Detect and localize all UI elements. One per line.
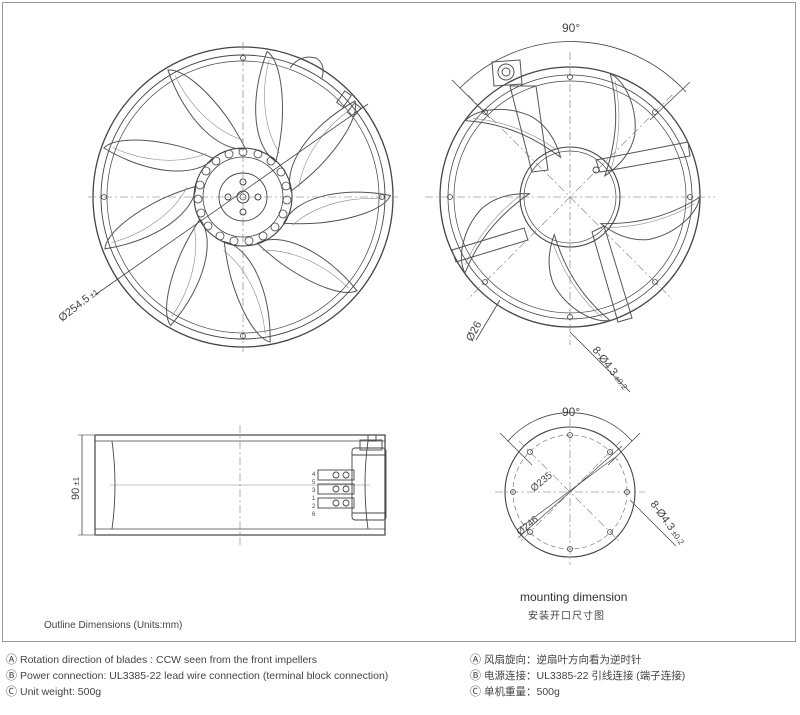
note-text: 电源连接：UL3385-22 引线连接 (端子连接)	[484, 670, 686, 682]
note-marker-c: Ⓒ	[6, 686, 17, 698]
rear-angle-label: 90°	[562, 21, 580, 35]
side-height-label: 90±1	[70, 476, 82, 500]
note-text: Unit weight: 500g	[20, 686, 102, 698]
note-marker-a: Ⓐ	[6, 654, 17, 666]
rear-view: 90°	[425, 21, 715, 393]
lead-mark-1: 4	[312, 472, 316, 478]
note-rotation-cn: Ⓐ 风扇旋向：逆扇叶方向看为逆时针	[470, 652, 685, 668]
mounting-dimension-title: mounting dimension	[520, 590, 628, 604]
note-marker-a: Ⓐ	[470, 654, 481, 666]
notes-chinese: Ⓐ 风扇旋向：逆扇叶方向看为逆时针 Ⓑ 电源连接：UL3385-22 引线连接 …	[470, 652, 685, 700]
rear-terminal	[491, 59, 523, 87]
note-power-cn: Ⓑ 电源连接：UL3385-22 引线连接 (端子连接)	[470, 668, 685, 684]
front-mount-holes	[101, 55, 385, 339]
note-text: Power connection: UL3385-22 lead wire co…	[20, 670, 389, 682]
drawing-frame	[2, 2, 796, 642]
front-diameter-label: Ø254.5±1	[56, 286, 101, 325]
side-connector-block	[317, 434, 387, 521]
note-marker-c: Ⓒ	[470, 686, 481, 698]
front-terminal-box	[289, 56, 362, 118]
side-view	[78, 425, 386, 545]
note-weight-cn: Ⓒ 单机重量：500g	[470, 684, 685, 700]
mount-d1-label: Ø235	[529, 470, 555, 494]
note-weight: Ⓒ Unit weight: 500g	[6, 684, 388, 700]
lead-mark-4: 1	[312, 496, 316, 502]
note-text: 单机重量：500g	[484, 686, 560, 698]
rear-struts	[451, 85, 691, 323]
note-marker-b: Ⓑ	[470, 670, 481, 682]
lead-wire-marks: 4 5 3 1 2 6	[312, 472, 316, 518]
note-text: 风扇旋向：逆扇叶方向看为逆时针	[484, 654, 642, 666]
rear-blades	[454, 69, 707, 330]
mounting-view	[495, 412, 677, 565]
front-view: Ø254.5±1	[56, 42, 398, 352]
rear-mount-holes	[447, 74, 693, 320]
outline-dimensions-label: Outline Dimensions (Units:mm)	[44, 620, 183, 631]
note-marker-b: Ⓑ	[6, 670, 17, 682]
rear-mount-holes-label: 8-Ø4.3±0.2	[590, 344, 631, 392]
mount-angle-label: 90°	[562, 405, 580, 419]
notes-english: Ⓐ Rotation direction of blades : CCW see…	[6, 652, 388, 700]
lead-mark-6: 6	[312, 512, 316, 518]
rear-dim-lines	[475, 299, 631, 393]
mounting-dimension-title-cn: 安装开口尺寸图	[528, 611, 605, 622]
lead-mark-2: 5	[312, 480, 316, 486]
lead-mark-5: 2	[312, 504, 316, 510]
lead-mark-3: 3	[312, 488, 316, 494]
front-centerlines	[88, 42, 398, 352]
front-diameter-dim	[94, 103, 369, 296]
note-text: Rotation direction of blades : CCW seen …	[20, 654, 318, 666]
note-rotation: Ⓐ Rotation direction of blades : CCW see…	[6, 652, 388, 668]
rear-centerlines	[425, 52, 715, 345]
note-power: Ⓑ Power connection: UL3385-22 lead wire …	[6, 668, 388, 684]
